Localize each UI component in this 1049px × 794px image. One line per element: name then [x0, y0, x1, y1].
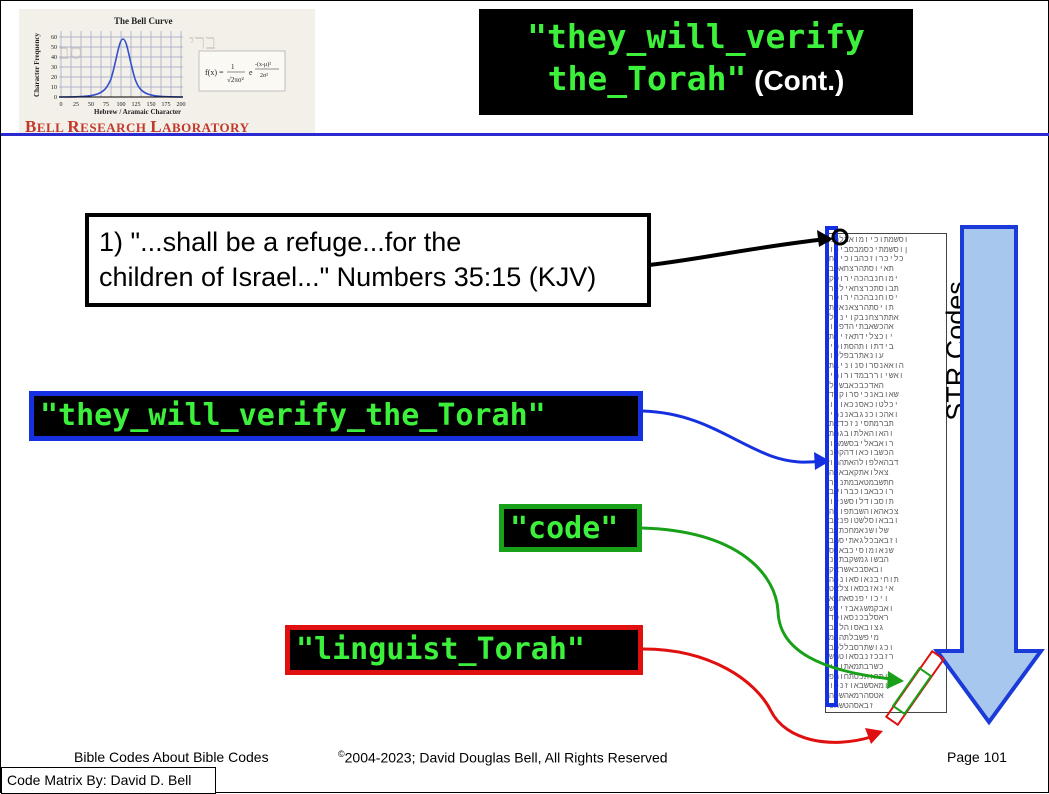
y-tick: 50: [51, 45, 57, 51]
scripture-quote-box: 1) "...shall be a refuge...for the child…: [85, 213, 651, 307]
y-tick: 10: [51, 85, 57, 91]
code-matrix: וסשמתוכיומואבלממ ןוסשמתיכסמבסביכו כליכרו…: [825, 233, 947, 713]
title-line-2: the_Torah" (Cont.): [547, 59, 845, 98]
y-tick: 60: [51, 35, 57, 41]
x-tick: 50: [88, 102, 94, 108]
str-codes-label: STR Codes: [941, 281, 971, 421]
x-tick: 25: [73, 102, 79, 108]
x-tick: 125: [132, 102, 141, 108]
page-number: Page 101: [947, 749, 1007, 765]
svg-text:2σ²: 2σ²: [260, 73, 268, 79]
lab-name: BELL RESEARCH LABORATORY: [25, 117, 250, 133]
bell-research-logo: ברי יחזה סב The Bell Curve Character Fre…: [19, 9, 315, 133]
x-tick: 0: [60, 102, 63, 108]
hebrew-watermark: סב: [59, 40, 83, 65]
x-tick: 150: [147, 102, 156, 108]
svg-text:f(x) =: f(x) =: [205, 68, 224, 77]
logo-x-axis-label: Hebrew / Aramaic Character: [94, 108, 182, 116]
blue-term-arrow: [642, 409, 822, 464]
quote-line-2: children of Israel..." Numbers 35:15 (KJ…: [99, 262, 597, 292]
term-linguist-torah: "linguist_Torah": [285, 625, 643, 675]
matrix-credit: Code Matrix By: David D. Bell: [1, 767, 216, 794]
svg-text:1: 1: [231, 63, 235, 71]
footer-copyright: ©2004-2023; David Douglas Bell, All Righ…: [338, 749, 668, 766]
footer-title: Bible Codes About Bible Codes: [74, 749, 269, 765]
term-they-will-verify-the-torah: "they_will_verify_the_Torah": [29, 391, 643, 441]
title-line-1: "they_will_verify: [527, 17, 865, 56]
svg-text:√2πσ²: √2πσ²: [227, 76, 244, 84]
quote-line-1: 1) "...shall be a refuge...for the: [99, 227, 462, 257]
quote-arrow: [648, 237, 828, 267]
logo-chart-title: The Bell Curve: [114, 16, 173, 26]
x-tick: 200: [177, 102, 186, 108]
x-tick: 100: [117, 102, 126, 108]
x-tick: 175: [162, 102, 171, 108]
matrix-letters: וסשמתוכיומואבלממ ןוסשמתיכסמבסביכו כליכרו…: [829, 234, 909, 710]
y-tick: 0: [54, 95, 57, 101]
y-tick: 20: [51, 75, 57, 81]
term-code: "code": [499, 504, 642, 552]
bell-curve-line: [58, 38, 184, 98]
header-divider: [1, 133, 1049, 136]
y-tick: 40: [51, 55, 57, 61]
bell-curve-chart: f(x) = 1 √2πσ² e -(x-μ)² 2σ² 60 50 40 30…: [51, 31, 286, 108]
svg-text:-(x-μ)²: -(x-μ)²: [255, 61, 271, 68]
y-tick: 30: [51, 65, 57, 71]
x-tick: 75: [103, 102, 109, 108]
svg-text:e: e: [249, 68, 253, 77]
slide-title: "they_will_verify the_Torah" (Cont.): [479, 9, 913, 115]
